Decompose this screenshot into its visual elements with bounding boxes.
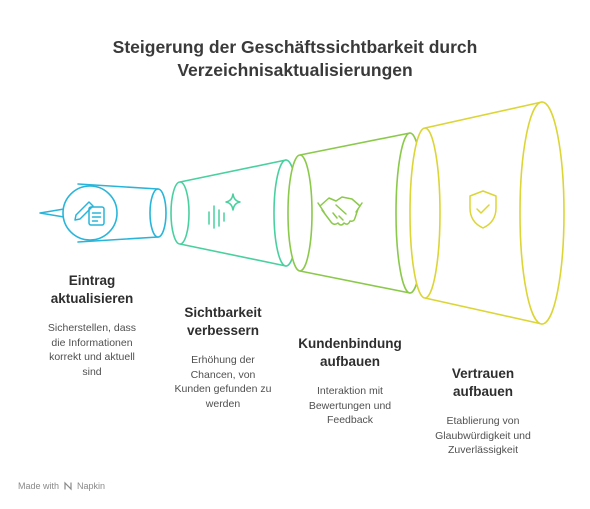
napkin-logo-icon bbox=[64, 481, 72, 491]
footer-brand: Napkin bbox=[77, 481, 106, 491]
step-description: Erhöhung der Chancen, von Kunden gefunde… bbox=[174, 354, 272, 410]
title-line-1: Steigerung der Geschäftssichtbarkeit dur… bbox=[112, 37, 478, 57]
edit-document-icon bbox=[74, 201, 105, 226]
step-heading: Kundenbindung aufbauen bbox=[298, 336, 402, 369]
stage-2-back-rim bbox=[170, 181, 190, 245]
stage-3-back-rim bbox=[287, 154, 313, 272]
stage-2-segment bbox=[170, 159, 299, 267]
step-heading: Sichtbarkeit verbessern bbox=[184, 305, 262, 338]
step-update-entry: Eintrag aktualisieren Sicherstellen, das… bbox=[22, 272, 162, 379]
stage-4-segment bbox=[409, 101, 565, 325]
step-description: Interaktion mit Bewertungen und Feedback bbox=[308, 385, 392, 426]
step-improve-visibility: Sichtbarkeit verbessern Erhöhung der Cha… bbox=[153, 304, 293, 411]
shield-check-icon bbox=[469, 190, 497, 229]
stage-1-segment bbox=[39, 183, 167, 243]
sparkle-signal-icon bbox=[208, 193, 241, 229]
diagram-title: Steigerung der Geschäftssichtbarkeit dur… bbox=[40, 36, 550, 82]
step-description: Sicherstellen, dass die Informationen ko… bbox=[47, 322, 137, 378]
footer-made-with: Made with bbox=[18, 481, 60, 491]
step-description: Etablierung von Glaubwürdigkeit und Zuve… bbox=[435, 415, 531, 456]
stage-2-cone bbox=[179, 159, 287, 267]
stage-1-badge bbox=[62, 185, 118, 241]
title-line-2: Verzeichnisaktualisierungen bbox=[177, 60, 413, 80]
step-heading: Vertrauen aufbauen bbox=[451, 366, 515, 399]
stage-4-back-rim bbox=[409, 127, 441, 299]
step-customer-engagement: Kundenbindung aufbauen Interaktion mit B… bbox=[280, 335, 420, 428]
stage-1-rim bbox=[149, 188, 167, 238]
made-with-napkin-footer: Made with Napkin bbox=[18, 481, 105, 491]
step-heading: Eintrag aktualisieren bbox=[50, 273, 134, 306]
handshake-icon bbox=[317, 196, 363, 226]
stage-3-cone bbox=[299, 132, 411, 294]
step-build-trust: Vertrauen aufbauen Etablierung von Glaub… bbox=[413, 365, 553, 458]
stage-4-front-rim bbox=[519, 101, 565, 325]
